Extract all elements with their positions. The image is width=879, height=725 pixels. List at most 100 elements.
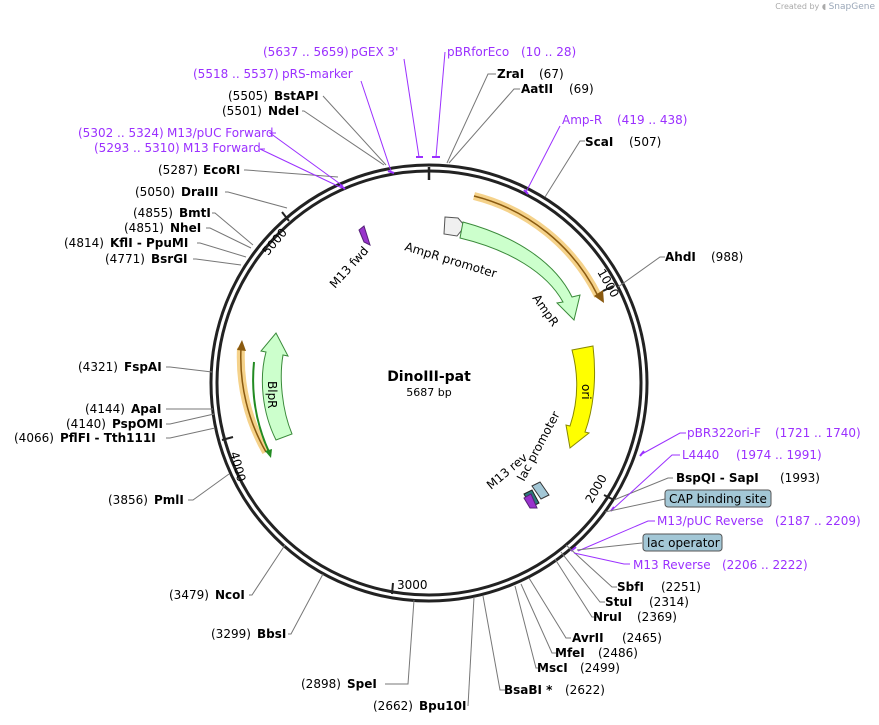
primer-ampr[interactable]: Amp-R [562, 113, 602, 127]
backbone-outer-ring [209, 163, 649, 603]
primer-mark-prs [387, 170, 395, 174]
boxed-feature-cap[interactable]: CAP binding site [664, 489, 772, 508]
lead-l4440 [612, 454, 680, 510]
tick-1000 [602, 285, 614, 292]
m13-fwd-label: M13 fwd [327, 244, 371, 291]
enzyme-pflfi-pos: (4066) [14, 431, 54, 445]
enzyme-zrai[interactable]: ZraI [497, 67, 524, 81]
enzyme-draiii-pos: (5050) [135, 185, 175, 199]
snapgene-logo-icon: ◖ [821, 2, 827, 11]
boxed-feature-lacop[interactable]: lac operator [642, 533, 723, 552]
enzyme-ahdi[interactable]: AhdI [665, 250, 696, 264]
lac-promoter-feature[interactable] [531, 481, 550, 500]
enzyme-pspomi-pos: (4140) [66, 417, 106, 431]
primer-pbrforeco[interactable]: pBRforEco [447, 45, 509, 59]
ampr-orf-line [473, 195, 599, 297]
lead-bmti [212, 212, 254, 246]
enzyme-bspqi-sapi[interactable]: BspQI - SapI [676, 471, 759, 485]
plasmid-name: DinoIII-pat [387, 369, 471, 385]
lead-draiii [225, 191, 288, 209]
enzyme-pmli[interactable]: PmlI [154, 493, 184, 507]
enzyme-mfei-pos: (2486) [598, 646, 638, 660]
enzyme-zrai-pos: (67) [539, 67, 564, 81]
primer-prs-marker[interactable]: pRS-marker [282, 67, 353, 81]
primer-pgex3[interactable]: pGEX 3' [351, 45, 398, 59]
enzyme-nrui[interactable]: NruI [593, 610, 622, 624]
tick-5000 [281, 211, 290, 222]
primer-m13puc-reverse[interactable]: M13/pUC Reverse [657, 514, 764, 528]
enzyme-bbsi[interactable]: BbsI [257, 627, 286, 641]
enzyme-spei[interactable]: SpeI [347, 677, 377, 691]
snapgene-credit: Created by ◖ SnapGene [775, 2, 875, 12]
blpr-feature[interactable] [260, 332, 293, 441]
primer-ampr-range: (419 .. 438) [617, 113, 687, 127]
primer-m13-forward[interactable]: M13 Forward [183, 141, 261, 155]
blpr-label: BlpR [265, 381, 279, 409]
ampr-label: AmpR [530, 292, 562, 329]
primer-m13-reverse-range: (2206 .. 2222) [722, 558, 808, 572]
enzyme-bstapi[interactable]: BstAPI [274, 89, 319, 103]
enzyme-pmli-pos: (3856) [108, 493, 148, 507]
enzyme-spei-pos: (2898) [301, 677, 341, 691]
enzyme-nrui-pos: (2369) [637, 610, 677, 624]
m13-rev-feature[interactable] [523, 493, 538, 509]
lead-ampr-primer [525, 125, 561, 193]
blpr-green-arrowhead-icon [265, 449, 272, 458]
enzyme-bsrgi[interactable]: BsrGI [151, 252, 188, 266]
ori-feature[interactable] [565, 345, 596, 449]
tick-label-4000: 4000 [227, 450, 248, 483]
enzyme-draiii[interactable]: DraIII [181, 185, 218, 199]
enzyme-apai[interactable]: ApaI [131, 402, 161, 416]
enzyme-scai[interactable]: ScaI [585, 135, 613, 149]
enzyme-sbfi[interactable]: SbfI [617, 580, 644, 594]
primer-pbr322orif[interactable]: pBR322ori-F [687, 426, 761, 440]
m13-fwd-feature[interactable] [358, 225, 371, 246]
lead-pgex3 [403, 58, 420, 158]
enzyme-pflfi-tth111i[interactable]: PflFI - Tth111I [60, 431, 156, 445]
enzyme-ndei[interactable]: NdeI [268, 104, 299, 118]
primer-m13puc-forward[interactable]: M13/pUC Forward [167, 126, 274, 140]
enzyme-bpu10i-pos: (2662) [373, 699, 413, 713]
lead-spei [385, 599, 415, 685]
tick-2000 [603, 494, 615, 501]
enzyme-apai-pos: (4144) [85, 402, 125, 416]
enzyme-bpu10i[interactable]: Bpu10I [419, 699, 466, 713]
primer-l4440[interactable]: L4440 [682, 448, 719, 462]
lead-pflfi [166, 427, 216, 439]
plasmid-size: 5687 bp [406, 386, 451, 399]
enzyme-bmti[interactable]: BmtI [179, 206, 211, 220]
lead-m13puc-fwd [268, 132, 344, 187]
primer-m13-reverse[interactable]: M13 Reverse [633, 558, 711, 572]
enzyme-avrii-pos: (2465) [622, 631, 662, 645]
enzyme-pspomi[interactable]: PspOMI [112, 417, 163, 431]
lead-aatii [448, 88, 520, 164]
enzyme-fspai[interactable]: FspAI [124, 360, 162, 374]
cap-binding-site-label: CAP binding site [669, 492, 767, 506]
lac-promoter-label: lac promoter [514, 409, 562, 483]
enzyme-bsabi[interactable]: BsaBI * [504, 683, 553, 697]
lead-stui [560, 551, 605, 603]
enzyme-nhei[interactable]: NheI [170, 221, 201, 235]
enzyme-bsrgi-pos: (4771) [105, 252, 145, 266]
lead-ahdi [617, 256, 665, 288]
lead-nhei [206, 227, 252, 249]
enzyme-aatii[interactable]: AatII [521, 82, 553, 96]
enzyme-sbfi-pos: (2251) [661, 580, 701, 594]
enzyme-ecori-pos: (5287) [158, 163, 198, 177]
enzyme-ecori[interactable]: EcoRI [203, 163, 240, 177]
enzyme-ncoi[interactable]: NcoI [215, 588, 245, 602]
enzyme-mfei[interactable]: MfeI [555, 646, 585, 660]
enzyme-msci[interactable]: MscI [537, 661, 568, 675]
enzyme-ncoi-pos: (3479) [169, 588, 209, 602]
lead-bspqi [613, 477, 673, 501]
tick-3000 [391, 582, 394, 595]
enzyme-msci-pos: (2499) [580, 661, 620, 675]
enzyme-kfli-ppumi[interactable]: KflI - PpuMI [110, 236, 188, 250]
enzyme-stui[interactable]: StuI [605, 595, 632, 609]
ampr-promoter-label: AmpR promoter [403, 239, 498, 280]
enzyme-avrii[interactable]: AvrII [572, 631, 604, 645]
leader-lines [166, 51, 686, 707]
enzyme-nhei-pos: (4851) [124, 221, 164, 235]
ampr-feature[interactable] [459, 221, 581, 321]
